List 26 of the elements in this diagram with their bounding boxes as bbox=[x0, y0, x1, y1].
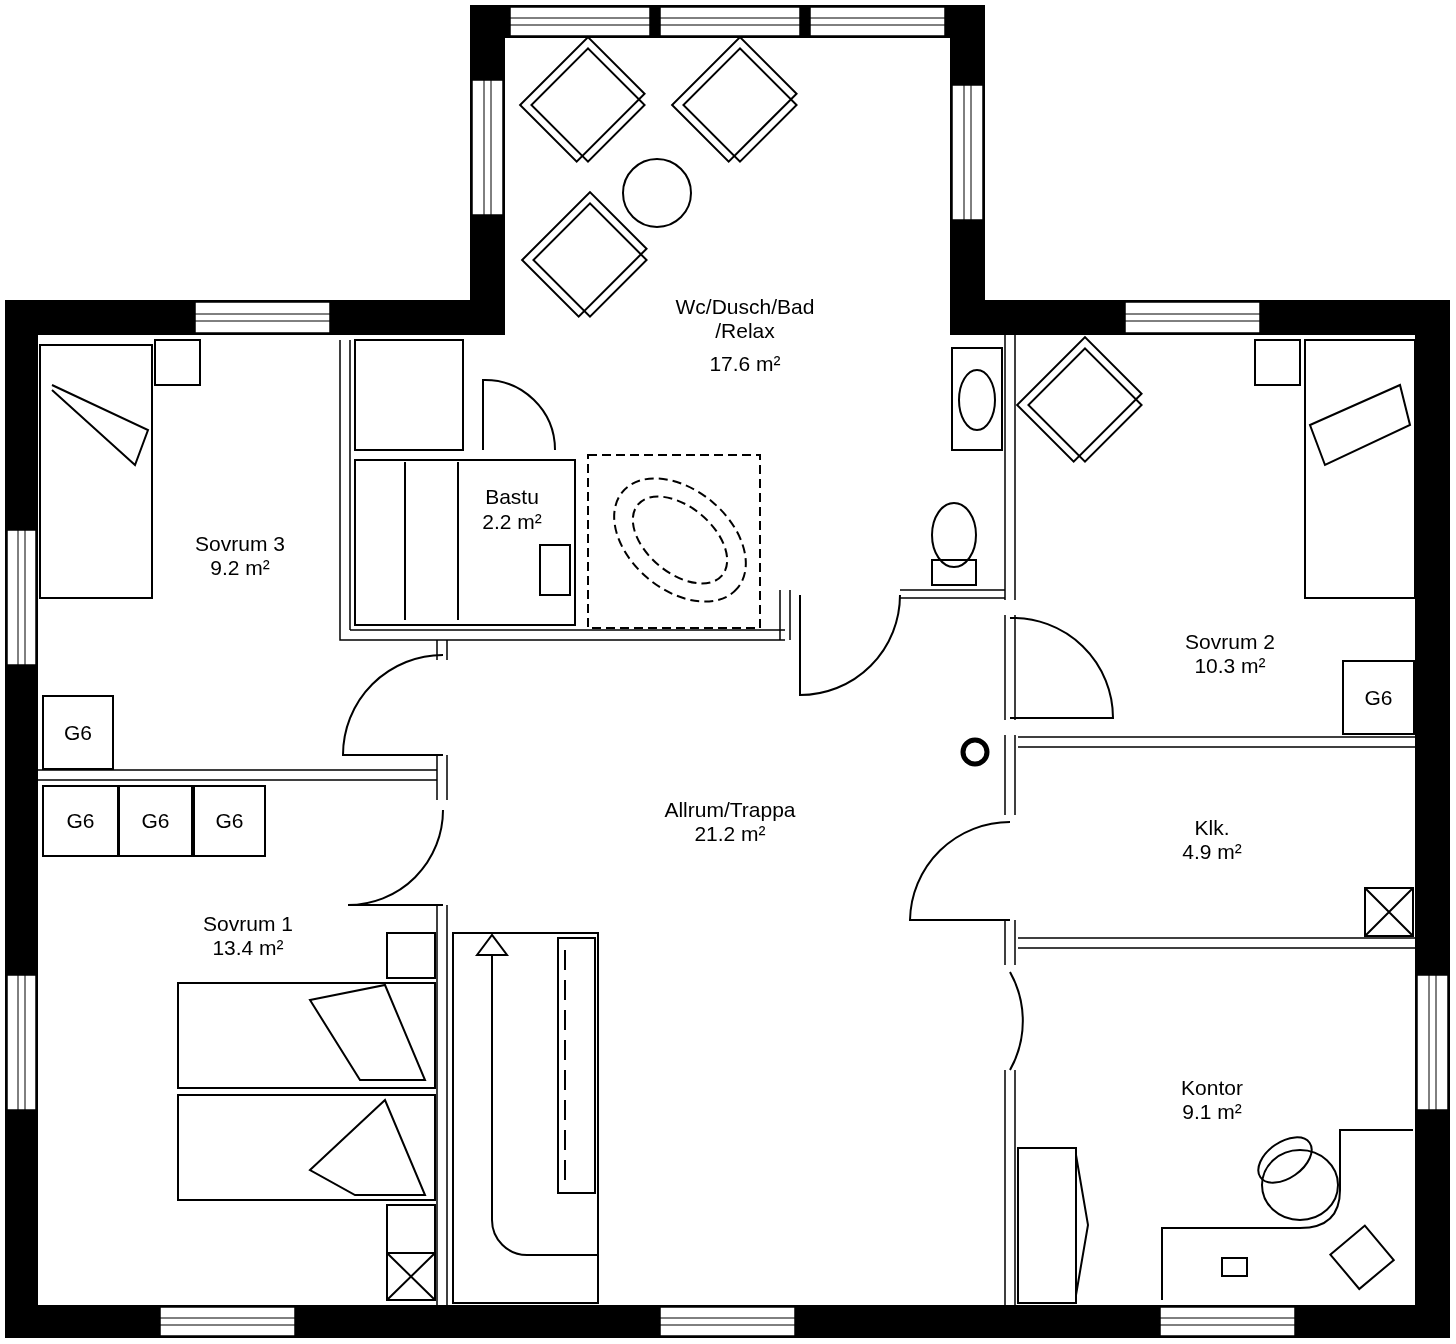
room-name: Bastu bbox=[485, 485, 539, 509]
room-area: 13.4 m² bbox=[212, 936, 284, 960]
wardrobe-box bbox=[42, 695, 114, 770]
room-name: Kontor bbox=[1181, 1076, 1243, 1100]
room-name: Wc/Dusch/Bad /Relax bbox=[674, 295, 816, 343]
wardrobe-box bbox=[118, 785, 193, 857]
room-name: Allrum/Trappa bbox=[664, 798, 796, 822]
storage-label: G6 bbox=[64, 720, 92, 745]
wardrobe-box bbox=[42, 785, 119, 857]
wardrobe-box bbox=[1342, 660, 1415, 735]
room-area: 10.3 m² bbox=[1194, 654, 1266, 678]
room-name: Sovrum 1 bbox=[203, 912, 293, 936]
storage-label: G6 bbox=[215, 809, 244, 833]
room-area: 17.6 m² bbox=[709, 352, 781, 376]
room-name: Klk. bbox=[1194, 816, 1230, 840]
storage-label: G6 bbox=[1364, 685, 1393, 710]
room-area: 9.2 m² bbox=[210, 556, 270, 580]
room-name: Sovrum 3 bbox=[195, 532, 285, 556]
room-area: 9.1 m² bbox=[1182, 1100, 1242, 1124]
room-area: 21.2 m² bbox=[694, 822, 766, 846]
room-area: 2.2 m² bbox=[482, 510, 542, 534]
wardrobe-box bbox=[193, 785, 266, 857]
room-area: 4.9 m² bbox=[1182, 840, 1242, 864]
storage-label: G6 bbox=[141, 809, 170, 833]
room-name: Sovrum 2 bbox=[1185, 630, 1275, 654]
storage-label: G6 bbox=[66, 809, 95, 833]
